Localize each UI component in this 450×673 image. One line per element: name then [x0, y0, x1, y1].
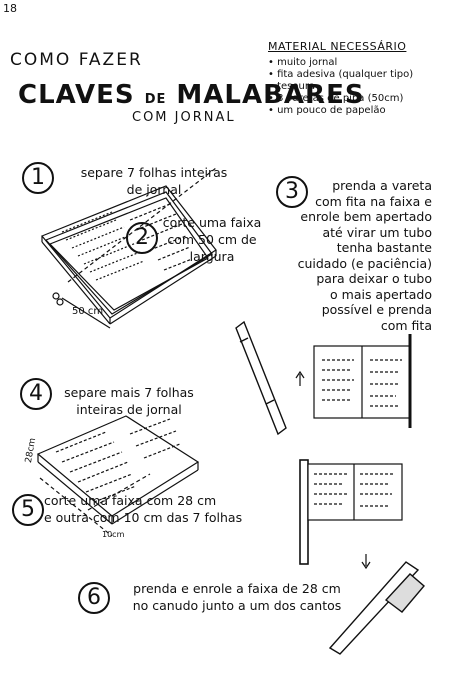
- title-malabares: MALABARES: [176, 80, 365, 110]
- rolling-newspaper-illustration: [295, 334, 412, 428]
- material-item: • fita adesiva (qualquer tipo): [268, 69, 414, 80]
- step-3-number: 3: [276, 176, 308, 208]
- title-de: DE: [144, 92, 167, 107]
- step-6-text: prenda e enrole a faixa de 28 cm no canu…: [132, 581, 342, 613]
- title-line-3: COM JORNAL: [132, 110, 236, 125]
- dimension-label-50cm: 50 cm: [72, 306, 104, 317]
- materials-heading: MATERIAL NECESSÁRIO: [268, 40, 407, 53]
- dimension-label-10cm: 10cm: [102, 530, 125, 539]
- step-4-text: separe mais 7 folhas inteiras de jornal: [64, 385, 194, 417]
- step-3-text: prenda a vareta com fita na faixa e enro…: [297, 178, 432, 333]
- material-item: • tesoura: [268, 81, 316, 92]
- page-number: 18: [3, 2, 17, 15]
- second-newspaper-illustration: [36, 415, 200, 537]
- material-item: • 3 varetas de pipa (50cm): [268, 93, 404, 104]
- step-2-text: corte uma faixa com 50 cm de largura: [162, 215, 262, 264]
- materials-box: MATERIAL NECESSÁRIO • muito jornal • fit…: [268, 40, 444, 117]
- material-item: • muito jornal: [268, 57, 338, 68]
- step-2-number: 2: [126, 222, 158, 254]
- flag-newspaper-illustration: [299, 459, 403, 570]
- step-1-number: 1: [22, 162, 54, 194]
- wrapped-tube-illustration: [328, 561, 425, 655]
- tube-illustration: [235, 320, 287, 436]
- title-line-2: CLAVES DE MALABARES: [18, 80, 365, 110]
- step-1-text: separe 7 folhas inteiras de jornal: [80, 165, 228, 197]
- step-4-number: 4: [20, 378, 52, 410]
- step-5-number: 5: [12, 494, 44, 526]
- newspaper-stack-illustration: [41, 167, 217, 329]
- step-6-number: 6: [78, 582, 110, 614]
- step-5-text: corte uma faixa com 28 cm e outra com 10…: [44, 493, 243, 525]
- title-line-1: COMO FAZER: [10, 50, 143, 70]
- material-item: • um pouco de papelão: [268, 105, 386, 116]
- title-claves: CLAVES: [18, 80, 135, 110]
